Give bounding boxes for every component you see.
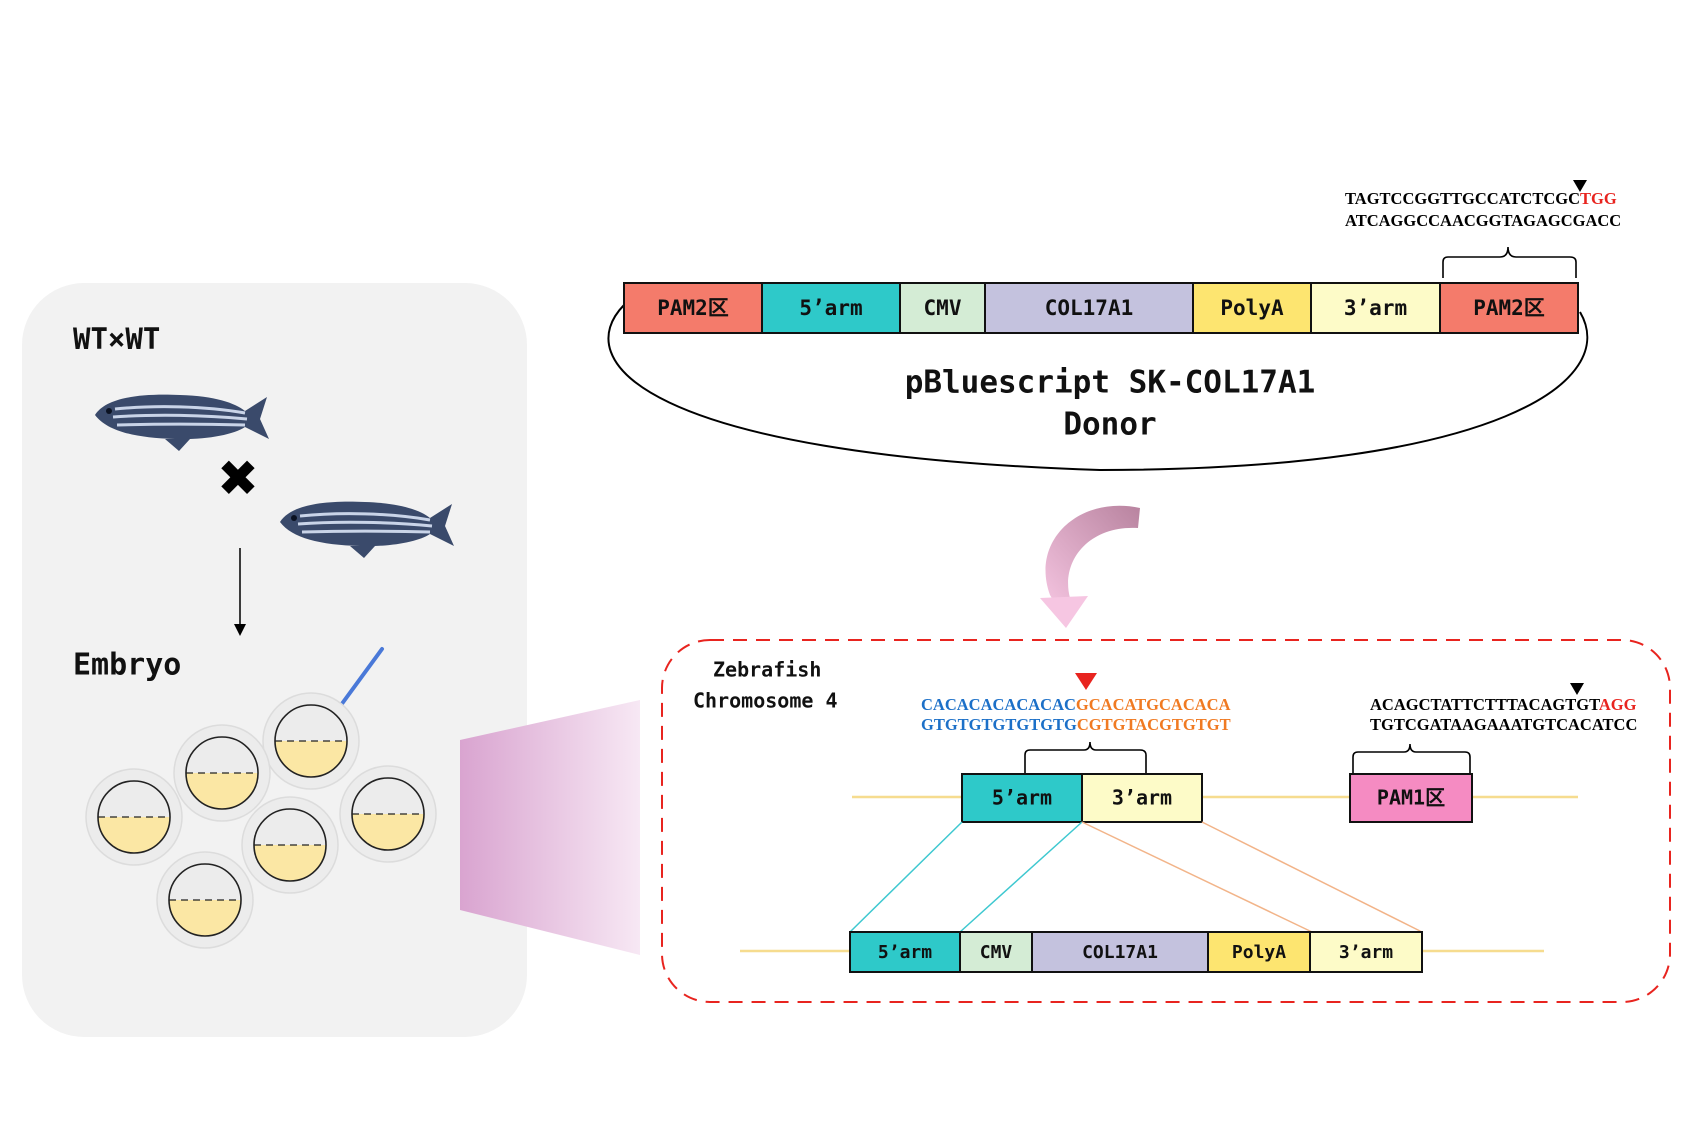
donor-segment-label: PolyA [1220, 296, 1284, 320]
donor-segment-label: PAM2区 [1473, 296, 1545, 320]
donor-seq-top-black: TAGTCCGGTTGCCATCTCGC [1345, 189, 1580, 208]
integrated-segment-label: CMV [980, 942, 1013, 963]
embryo-icon [339, 765, 437, 863]
donor-sequence-top: TAGTCCGGTTGCCATCTCGCTGG [1345, 189, 1617, 208]
donor-plasmid: TAGTCCGGTTGCCATCTCGCTGG ATCAGGCCAACGGTAG… [607, 180, 1621, 472]
seq2-top-black: ACAGCTATTCTTTACAGTGT [1370, 695, 1600, 714]
cross-icon: ✖ [217, 450, 259, 508]
cut-site-marker [1570, 683, 1584, 695]
zebrafish-icon [280, 501, 454, 558]
donor-segment: PolyA [1192, 282, 1312, 334]
seq1-bottom-blue: GTGTGTGTGTGTG [921, 715, 1077, 734]
donor-segment: PAM2区 [1439, 282, 1579, 334]
embryo-icon [156, 851, 254, 949]
chromosome-title-line2: Chromosome 4 [693, 689, 838, 713]
integrated-segment: CMV [959, 931, 1033, 973]
chromosome-seq1-bottom: GTGTGTGTGTGTGCGTGTACGTGTGT [921, 715, 1231, 734]
embryo-label: Embryo [73, 648, 181, 683]
zebrafish-icon [95, 394, 269, 451]
donor-segment-label: PAM2区 [657, 296, 729, 320]
seq1-bottom-orange: CGTGTACGTGTGT [1077, 715, 1231, 734]
pam1-site: PAM1区 [1349, 773, 1473, 823]
donor-subtitle: Donor [1063, 407, 1156, 443]
upper-5arm-label: 5’arm [992, 786, 1052, 810]
donor-segment: CMV [899, 282, 986, 334]
embryo-icon [173, 724, 271, 822]
chromosome-seq1-top: CACACACACACACGCACATGCACACA [921, 695, 1231, 714]
embryo-cluster [85, 692, 437, 949]
connector-line [959, 821, 1083, 933]
chromosome-seq2-bottom: TGTCGATAAGAAATGTCACATCC [1370, 715, 1637, 734]
cut-site-marker [1573, 180, 1587, 192]
donor-segment-label: COL17A1 [1045, 296, 1134, 320]
donor-sequence-bottom: ATCAGGCCAACGGTAGAGCGACC [1345, 211, 1621, 230]
chromosome-seq2-top: ACAGCTATTCTTTACAGTGTAGG [1370, 695, 1637, 714]
connector-line [1081, 821, 1313, 933]
chromosome-title-line1: Zebrafish [713, 658, 821, 682]
donor-bracket [1442, 246, 1577, 278]
donor-title: pBluescript SK-COL17A1 [905, 365, 1316, 401]
upper-5arm: 5’arm [961, 773, 1083, 823]
chromosome-panel: Zebrafish Chromosome 4 CACACACACACACGCAC… [661, 639, 1671, 1003]
donor-segment-label: 3’arm [1344, 296, 1407, 320]
pam1-label: PAM1区 [1377, 786, 1445, 810]
integrated-segment: COL17A1 [1031, 931, 1209, 973]
embryo-icon [85, 768, 183, 866]
upper-3arm: 3’arm [1081, 773, 1203, 823]
seq1-top-blue: CACACACACACAC [921, 695, 1076, 714]
embryo-icon [241, 796, 339, 894]
integrated-segment-label: COL17A1 [1082, 942, 1158, 963]
down-arrow-icon [234, 548, 246, 636]
integrated-segment-label: 5’arm [878, 942, 932, 963]
donor-segment: 5’arm [761, 282, 901, 334]
integrated-segment-label: PolyA [1232, 942, 1286, 963]
connector-line [1201, 821, 1423, 933]
cross-label: WT×WT [73, 322, 160, 356]
integrated-segment: PolyA [1207, 931, 1311, 973]
embryo-icon [262, 692, 360, 790]
cut-site-marker-red [1075, 673, 1097, 690]
arm-bracket [1024, 741, 1147, 773]
donor-segment: 3’arm [1310, 282, 1441, 334]
donor-segment: PAM2区 [623, 282, 763, 334]
pam1-bracket [1352, 743, 1471, 773]
donor-segment: COL17A1 [984, 282, 1194, 334]
upper-3arm-label: 3’arm [1112, 786, 1172, 810]
integrated-segment: 3’arm [1309, 931, 1423, 973]
connector-line [849, 821, 963, 933]
donor-segment-label: 5’arm [799, 296, 862, 320]
integrated-segment-label: 3’arm [1339, 942, 1393, 963]
integrated-segment: 5’arm [849, 931, 961, 973]
plasmid-backbone [607, 304, 1589, 472]
donor-seq-top-pam: TGG [1580, 189, 1617, 208]
curved-arrow-icon [1040, 505, 1140, 628]
zoom-projection [460, 700, 640, 955]
seq1-top-orange: GCACATGCACACA [1076, 695, 1231, 714]
donor-segment-label: CMV [924, 296, 962, 320]
left-panel: WT×WT ✖ Embryo [22, 283, 527, 1037]
seq2-top-pam: AGG [1599, 695, 1637, 714]
